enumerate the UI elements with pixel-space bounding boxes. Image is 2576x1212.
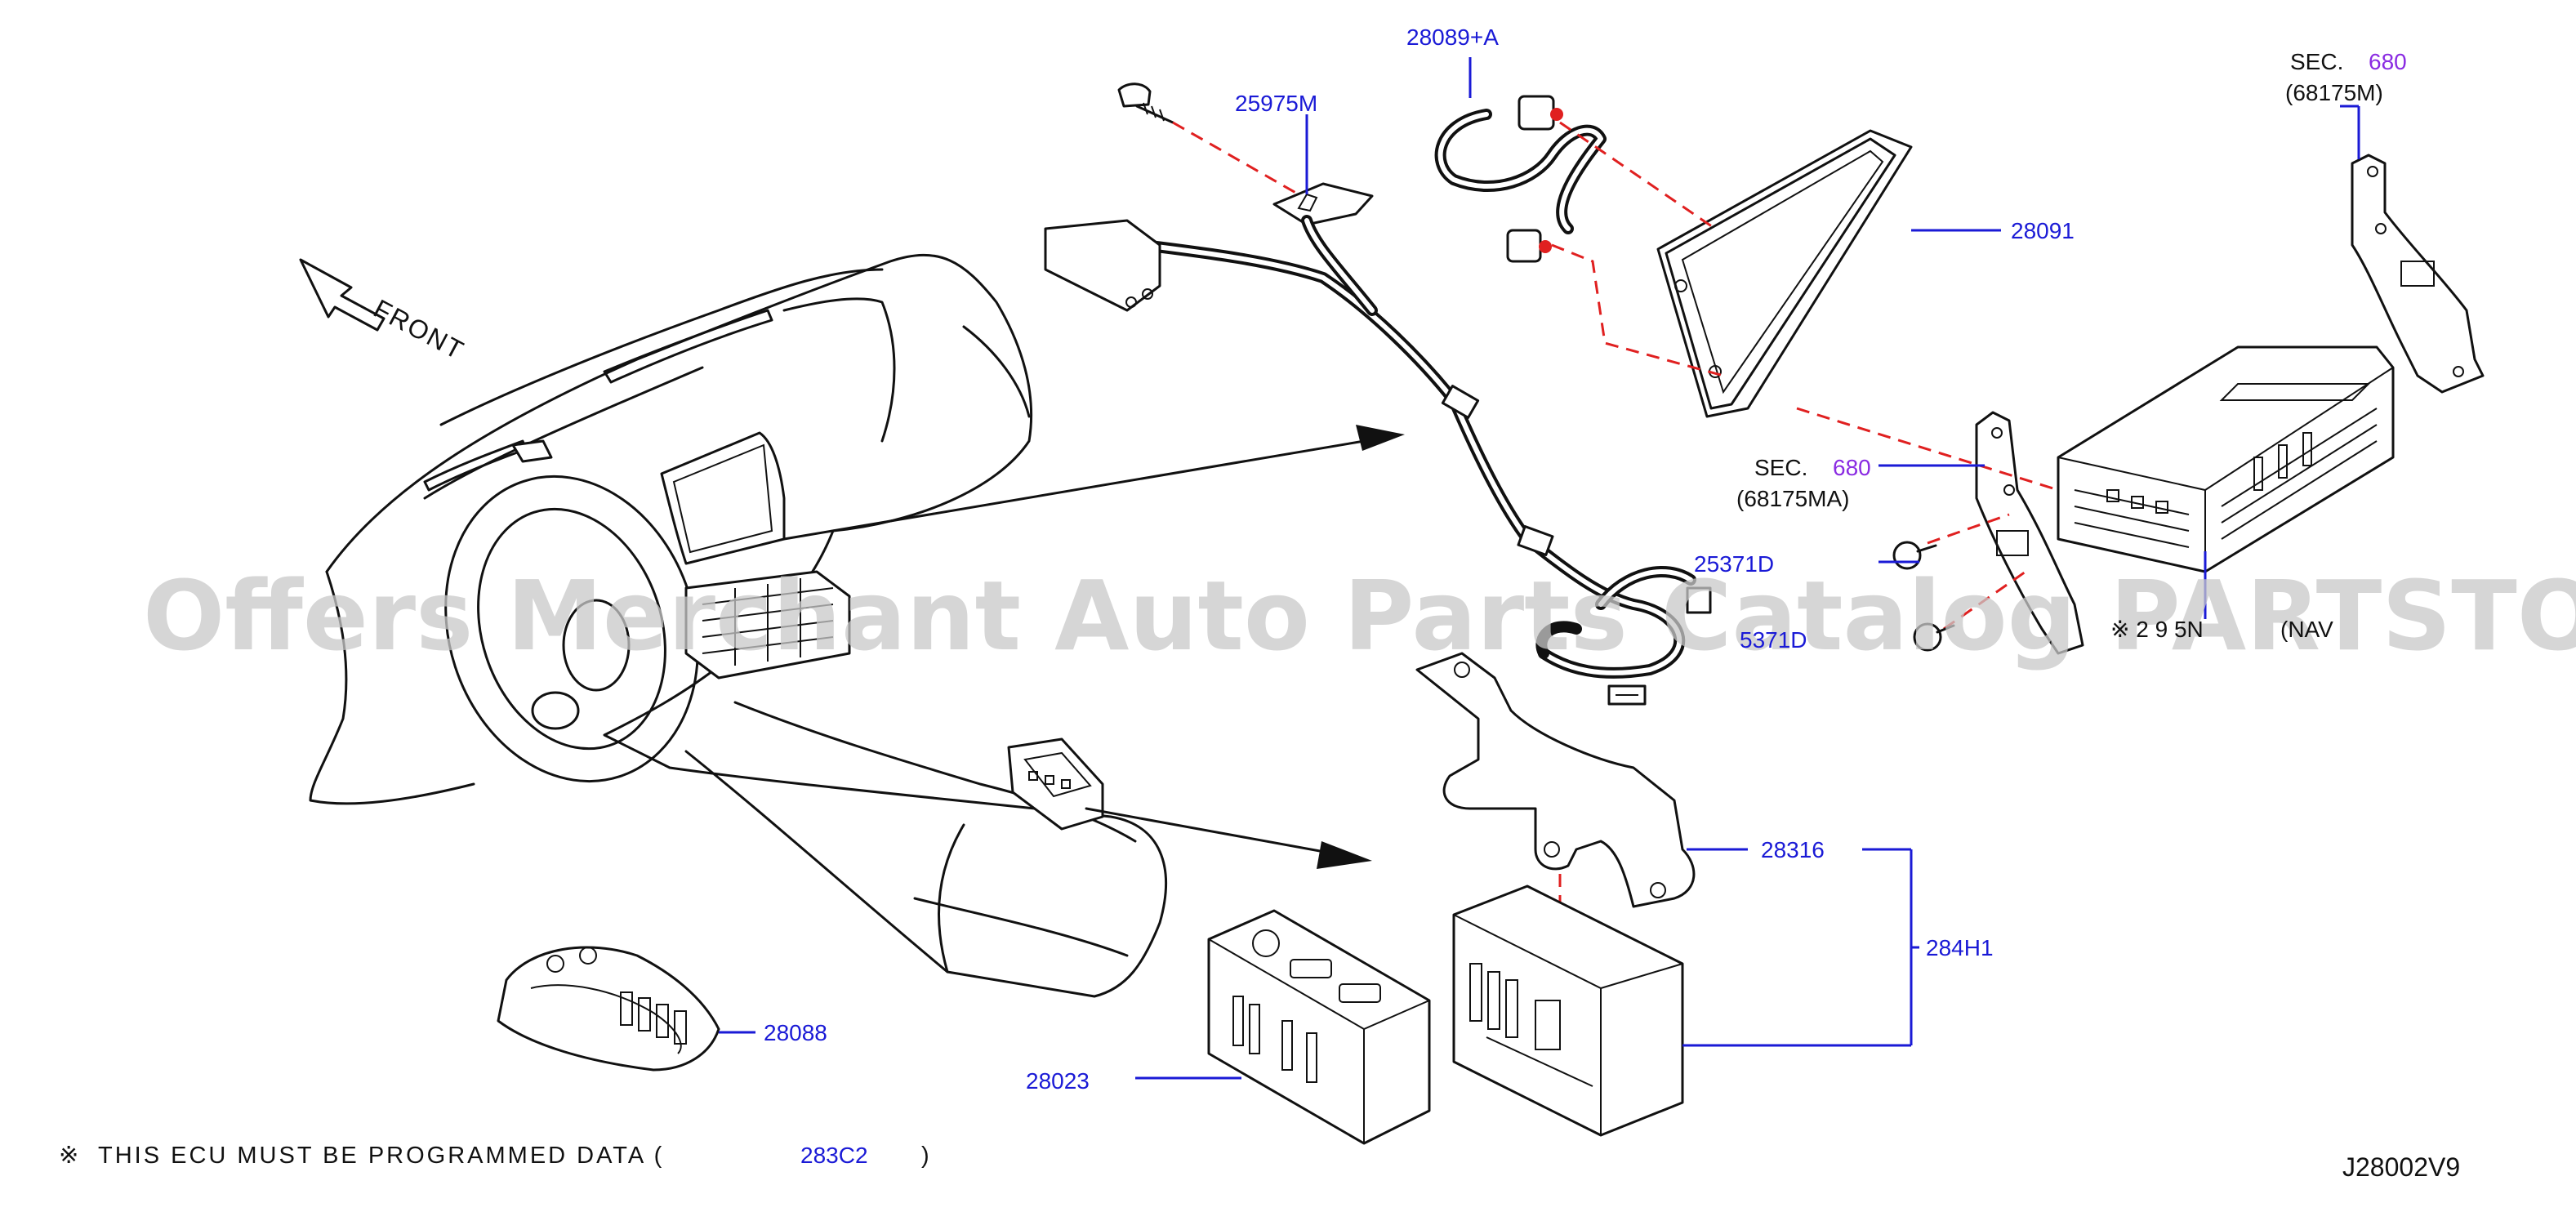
note-part[interactable]: 283C2 bbox=[800, 1143, 868, 1168]
label-nav-mark: ※ 2 9 5N bbox=[2110, 617, 2204, 642]
leader-lines bbox=[719, 57, 2360, 1080]
bracket-28316 bbox=[1415, 652, 1696, 908]
label-sec-top-prefix: SEC. bbox=[2290, 49, 2343, 74]
pointer-arrows bbox=[782, 425, 1405, 869]
module-28088 bbox=[497, 946, 720, 1072]
label-25371d-a[interactable]: 25371D bbox=[1694, 551, 1774, 577]
label-sec-top-num[interactable]: 680 bbox=[2369, 49, 2407, 74]
dashboard-illustration bbox=[309, 253, 1167, 998]
footer-note: ※ THIS ECU MUST BE PROGRAMMED DATA ( 283… bbox=[59, 1143, 932, 1169]
label-28023[interactable]: 28023 bbox=[1026, 1068, 1090, 1094]
module-284h1 bbox=[1452, 884, 1684, 1137]
wire-harness bbox=[1044, 215, 1712, 706]
front-arrow: FRONT bbox=[299, 258, 470, 366]
label-28088[interactable]: 28088 bbox=[764, 1020, 827, 1045]
screw-25371d-b bbox=[1913, 622, 1955, 652]
note-close: ) bbox=[921, 1143, 932, 1169]
label-28091[interactable]: 28091 bbox=[2011, 218, 2075, 243]
label-sec-mid-num[interactable]: 680 bbox=[1833, 455, 1871, 480]
note-symbol: ※ bbox=[59, 1143, 81, 1169]
watermark: Offers Merchant Auto Parts Catalog PARTS… bbox=[143, 559, 2576, 672]
label-nav-text: (NAV bbox=[2280, 617, 2333, 642]
label-sec-top-sub: (68175M) bbox=[2285, 80, 2383, 105]
label-25975m[interactable]: 25975M bbox=[1235, 91, 1317, 116]
module-28023 bbox=[1207, 909, 1431, 1145]
label-284h1[interactable]: 284H1 bbox=[1926, 935, 1994, 960]
front-label: FRONT bbox=[369, 293, 470, 365]
label-25371d-b[interactable]: 5371D bbox=[1740, 627, 1807, 653]
display-28091 bbox=[1656, 129, 1913, 418]
cable-28089a bbox=[1434, 95, 1607, 263]
screw-25975m bbox=[1117, 82, 1174, 124]
part-labels: 28089+A 25975M 28091 SEC. 680 (68175M) S… bbox=[764, 25, 2407, 1094]
bracket-25975m bbox=[1272, 182, 1374, 226]
label-sec-mid-prefix: SEC. bbox=[1754, 455, 1807, 480]
label-28316[interactable]: 28316 bbox=[1761, 837, 1825, 862]
label-sec-mid-sub: (68175MA) bbox=[1736, 486, 1850, 511]
diagram-code: J28002V9 bbox=[2342, 1152, 2460, 1182]
bracket-68175m bbox=[2351, 154, 2485, 394]
label-28089a[interactable]: 28089+A bbox=[1406, 25, 1499, 50]
nav-unit bbox=[2057, 345, 2395, 573]
note-text: THIS ECU MUST BE PROGRAMMED DATA ( bbox=[98, 1143, 664, 1169]
